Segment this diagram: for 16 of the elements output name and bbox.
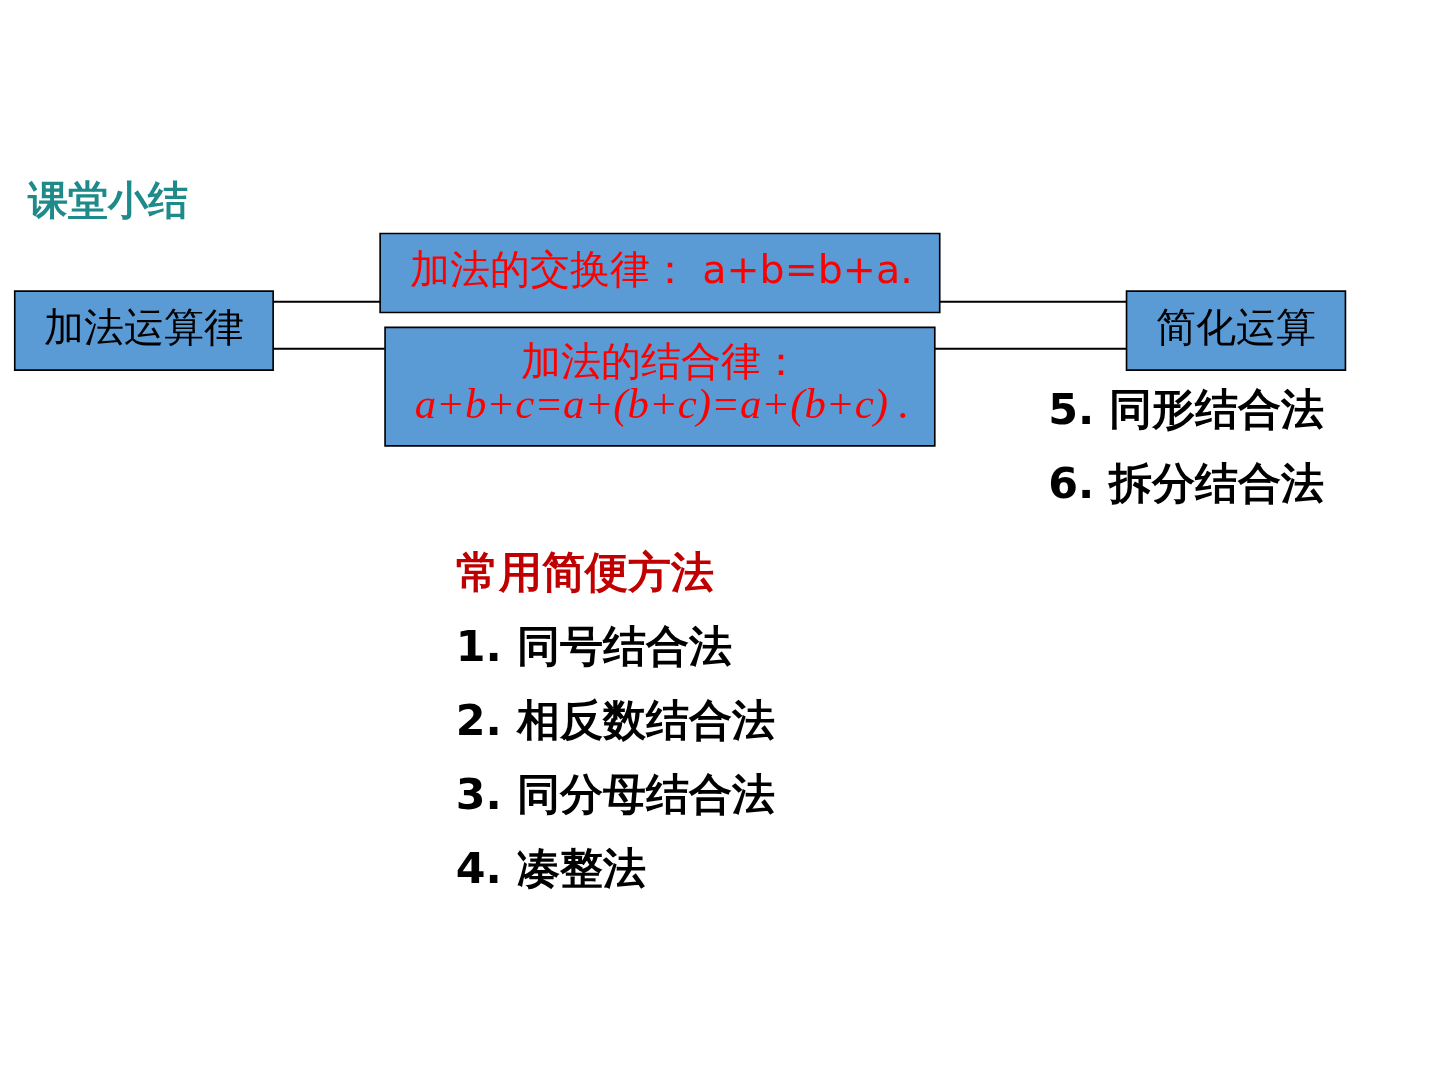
connector [933,347,1127,350]
label: 常用简便方法 [455,546,714,597]
node-box: 加法的结合律： a+b+c=a+(b+c)=a+(b+c) . [384,326,936,447]
connector [272,347,386,350]
label: 3. 同分母结合法 [455,768,775,819]
node-box: 加法的交换律： a+b=b+a. [379,232,941,313]
node-box: 加法运算律 [13,289,274,371]
label: 6. 拆分结合法 [1048,457,1325,508]
connector [938,300,1128,303]
connector [272,300,382,303]
label: 2. 相反数结合法 [455,694,775,745]
diagram-title: 课堂小结 [27,176,188,223]
node-box: 简化运算 [1125,289,1347,371]
label: 4. 凑整法 [455,842,646,893]
label: 1. 同号结合法 [455,620,732,671]
label: 5. 同形结合法 [1048,383,1325,434]
